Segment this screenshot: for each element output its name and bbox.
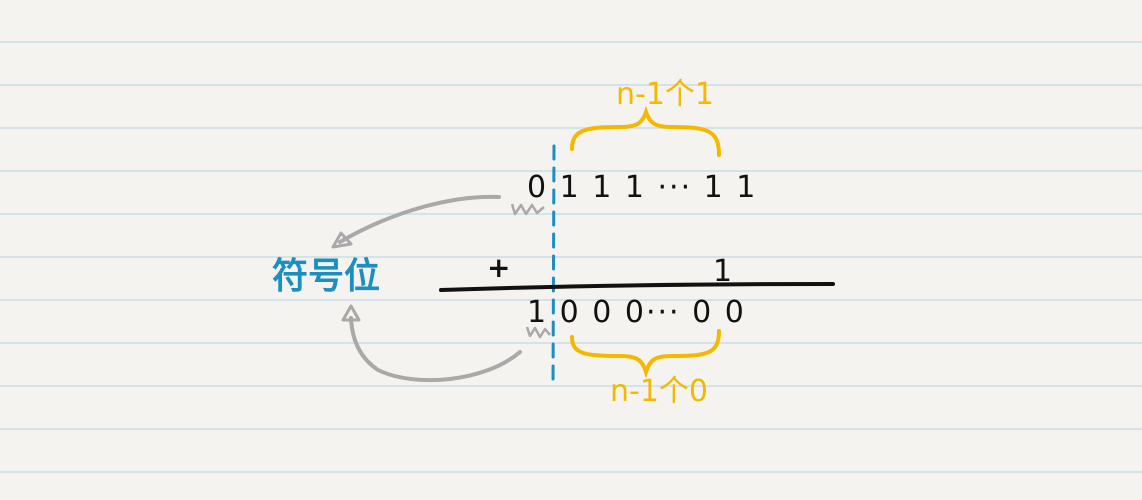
top-pointer-arrow [338,194,501,244]
sum-line [439,282,835,292]
operand-bottom: 1 [713,254,732,289]
top-arrowhead-icon [331,231,353,249]
bottom-brace [570,329,721,379]
plus-sign: + [487,251,510,284]
bottom-arrowhead-icon [341,304,361,322]
sign-bit-label: 符号位 [272,256,380,297]
result-value: 1 0 0 0··· 0 0 [527,295,746,330]
operand-top: 0 1 1 1 ··· 1 1 [527,170,757,205]
bottom-brace-label: n-1个0 [610,374,708,409]
bottom-sign-squiggle [525,326,551,339]
top-brace-label: n-1个1 [616,77,714,112]
bottom-pointer-arrow [349,316,522,383]
top-brace [570,105,721,157]
top-sign-squiggle [510,203,545,216]
sign-bit-separator [551,144,556,387]
